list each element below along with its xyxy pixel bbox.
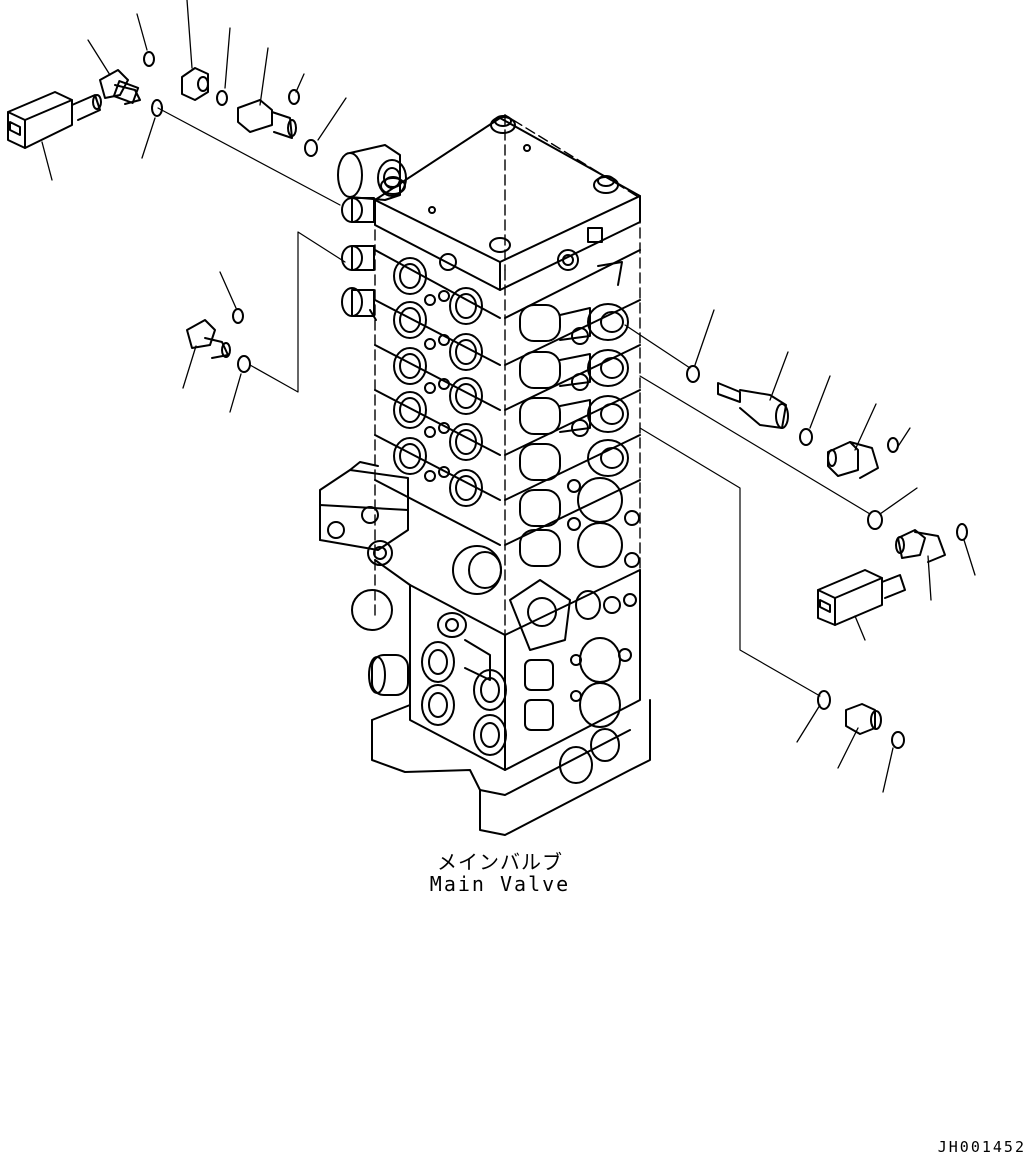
- elbow-fitting: [100, 70, 140, 104]
- o-ring: [892, 732, 904, 748]
- valve-sections-right: [505, 250, 640, 567]
- o-ring: [800, 429, 812, 445]
- nut-fitting: [182, 68, 208, 100]
- plug-fitting: [846, 704, 881, 734]
- o-ring: [217, 91, 227, 105]
- pressure-sensor-left: [8, 92, 101, 148]
- o-ring: [144, 52, 154, 66]
- adapter-fitting: [238, 100, 296, 138]
- o-ring: [238, 356, 250, 372]
- drawing-id: JH001452: [937, 1138, 1026, 1156]
- o-ring: [233, 309, 243, 323]
- valve-sections-left: [375, 250, 500, 545]
- pressure-sensor-right: [818, 570, 905, 625]
- side-plate: [320, 462, 408, 565]
- solenoid-top: [338, 145, 406, 200]
- assembly-lines: [158, 108, 870, 696]
- top-bolt: [594, 176, 618, 193]
- top-bolt: [491, 116, 515, 133]
- o-ring: [957, 524, 967, 540]
- o-ring: [289, 90, 299, 104]
- o-ring: [305, 140, 317, 156]
- main-valve-body: [320, 115, 650, 835]
- valve-lower-section: [352, 546, 650, 835]
- o-ring: [687, 366, 699, 382]
- valve-end-caps: [342, 198, 376, 320]
- o-ring: [818, 691, 830, 709]
- straight-fitting: [718, 383, 788, 428]
- leader-lines: [42, 0, 975, 792]
- elbow-fitting-right: [828, 442, 878, 478]
- elbow-fitting-mid: [187, 320, 230, 358]
- o-ring: [152, 100, 162, 116]
- o-ring: [868, 511, 882, 529]
- part-label-jp: メインバルブ: [437, 850, 563, 874]
- top-bolt: [490, 238, 510, 252]
- part-label-en: Main Valve: [429, 872, 571, 896]
- elbow-fitting-right-lower: [896, 530, 945, 562]
- o-ring: [888, 438, 898, 452]
